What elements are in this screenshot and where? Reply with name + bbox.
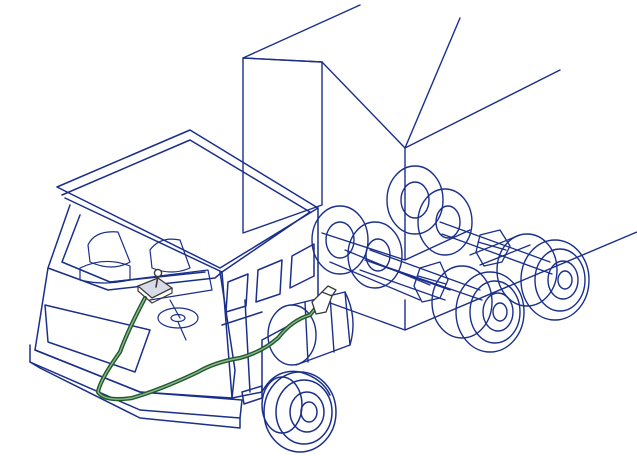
rear-wheel-mid-2-hub — [435, 205, 461, 239]
rear-wheel-far-2 — [386, 165, 444, 235]
front-wheel — [261, 371, 337, 453]
cab-side-window-3 — [289, 243, 315, 289]
cargo-box-roof-edge — [404, 17, 561, 221]
rear-wheel-far-2-hub — [400, 181, 430, 219]
cab-roof-inner-edge — [61, 139, 311, 273]
rear-wheel-near-1-hub — [492, 302, 508, 322]
cab-side-panel — [221, 207, 319, 399]
fuel-tank-rear-cap — [344, 291, 354, 346]
steering-wheel — [157, 307, 199, 329]
cable-core — [97, 297, 319, 400]
front-tire-outer — [263, 371, 337, 453]
cab-grille-panel — [44, 304, 151, 373]
cargo-box-front-face — [242, 57, 323, 234]
rear-wheel-inner-1 — [431, 265, 493, 339]
rear-wheel-far-1-hub — [325, 221, 355, 259]
cab-windshield — [47, 197, 223, 291]
rear-differential-2 — [475, 229, 511, 267]
cargo-box-floor-rail — [321, 231, 637, 331]
front-wheel-inner — [261, 376, 303, 434]
rear-wheel-far-1 — [311, 205, 369, 275]
front-wheel-hub — [300, 401, 318, 423]
fuel-tank-strap — [304, 295, 335, 363]
tandem-rear-axles — [311, 165, 590, 353]
cable-sheath — [95, 295, 321, 402]
seat-right — [149, 238, 191, 273]
joystick-knob — [153, 268, 163, 278]
cab-side-window-2 — [255, 259, 283, 303]
rear-wheel-mid-2 — [417, 188, 473, 256]
cab-roof — [56, 129, 319, 269]
cable-connector — [311, 285, 337, 315]
seat-left — [87, 231, 131, 268]
rear-wheel-near-2-rim — [547, 260, 579, 300]
truck-cab — [29, 129, 331, 429]
rear-wheel-near-1-rim — [482, 292, 514, 332]
fuel-tank — [267, 291, 354, 366]
joystick-controller — [136, 268, 174, 304]
cab-bumper — [29, 344, 243, 419]
rear-wheel-near-2-hub — [557, 270, 573, 290]
rear-wheel-near-2 — [520, 239, 590, 321]
steering-column — [169, 299, 187, 341]
joystick-base-side — [137, 285, 173, 304]
axle-tube-1 — [369, 249, 483, 301]
cab-door-line — [221, 299, 263, 393]
cab-bumper-lower — [29, 361, 241, 429]
control-cable — [95, 295, 321, 402]
joystick-lever — [155, 275, 159, 288]
rear-wheel-near-2-tread — [534, 248, 586, 312]
rear-wheel-inner-2 — [496, 233, 558, 307]
front-wheel-rim — [289, 391, 325, 433]
cargo-box-top-face — [242, 4, 406, 149]
connector-body — [311, 291, 333, 315]
front-tire-tread — [275, 379, 333, 445]
connector-plug — [321, 285, 337, 297]
rear-differential-1 — [413, 261, 449, 303]
cargo-box — [242, 4, 637, 331]
rear-wheel-mid-1-hub — [365, 238, 391, 272]
rear-wheel-near-1 — [455, 271, 525, 353]
cab-wheel-arch — [261, 370, 331, 396]
rear-wheel-mid-1 — [347, 221, 403, 289]
rear-wheel-near-1-tread — [469, 280, 521, 344]
